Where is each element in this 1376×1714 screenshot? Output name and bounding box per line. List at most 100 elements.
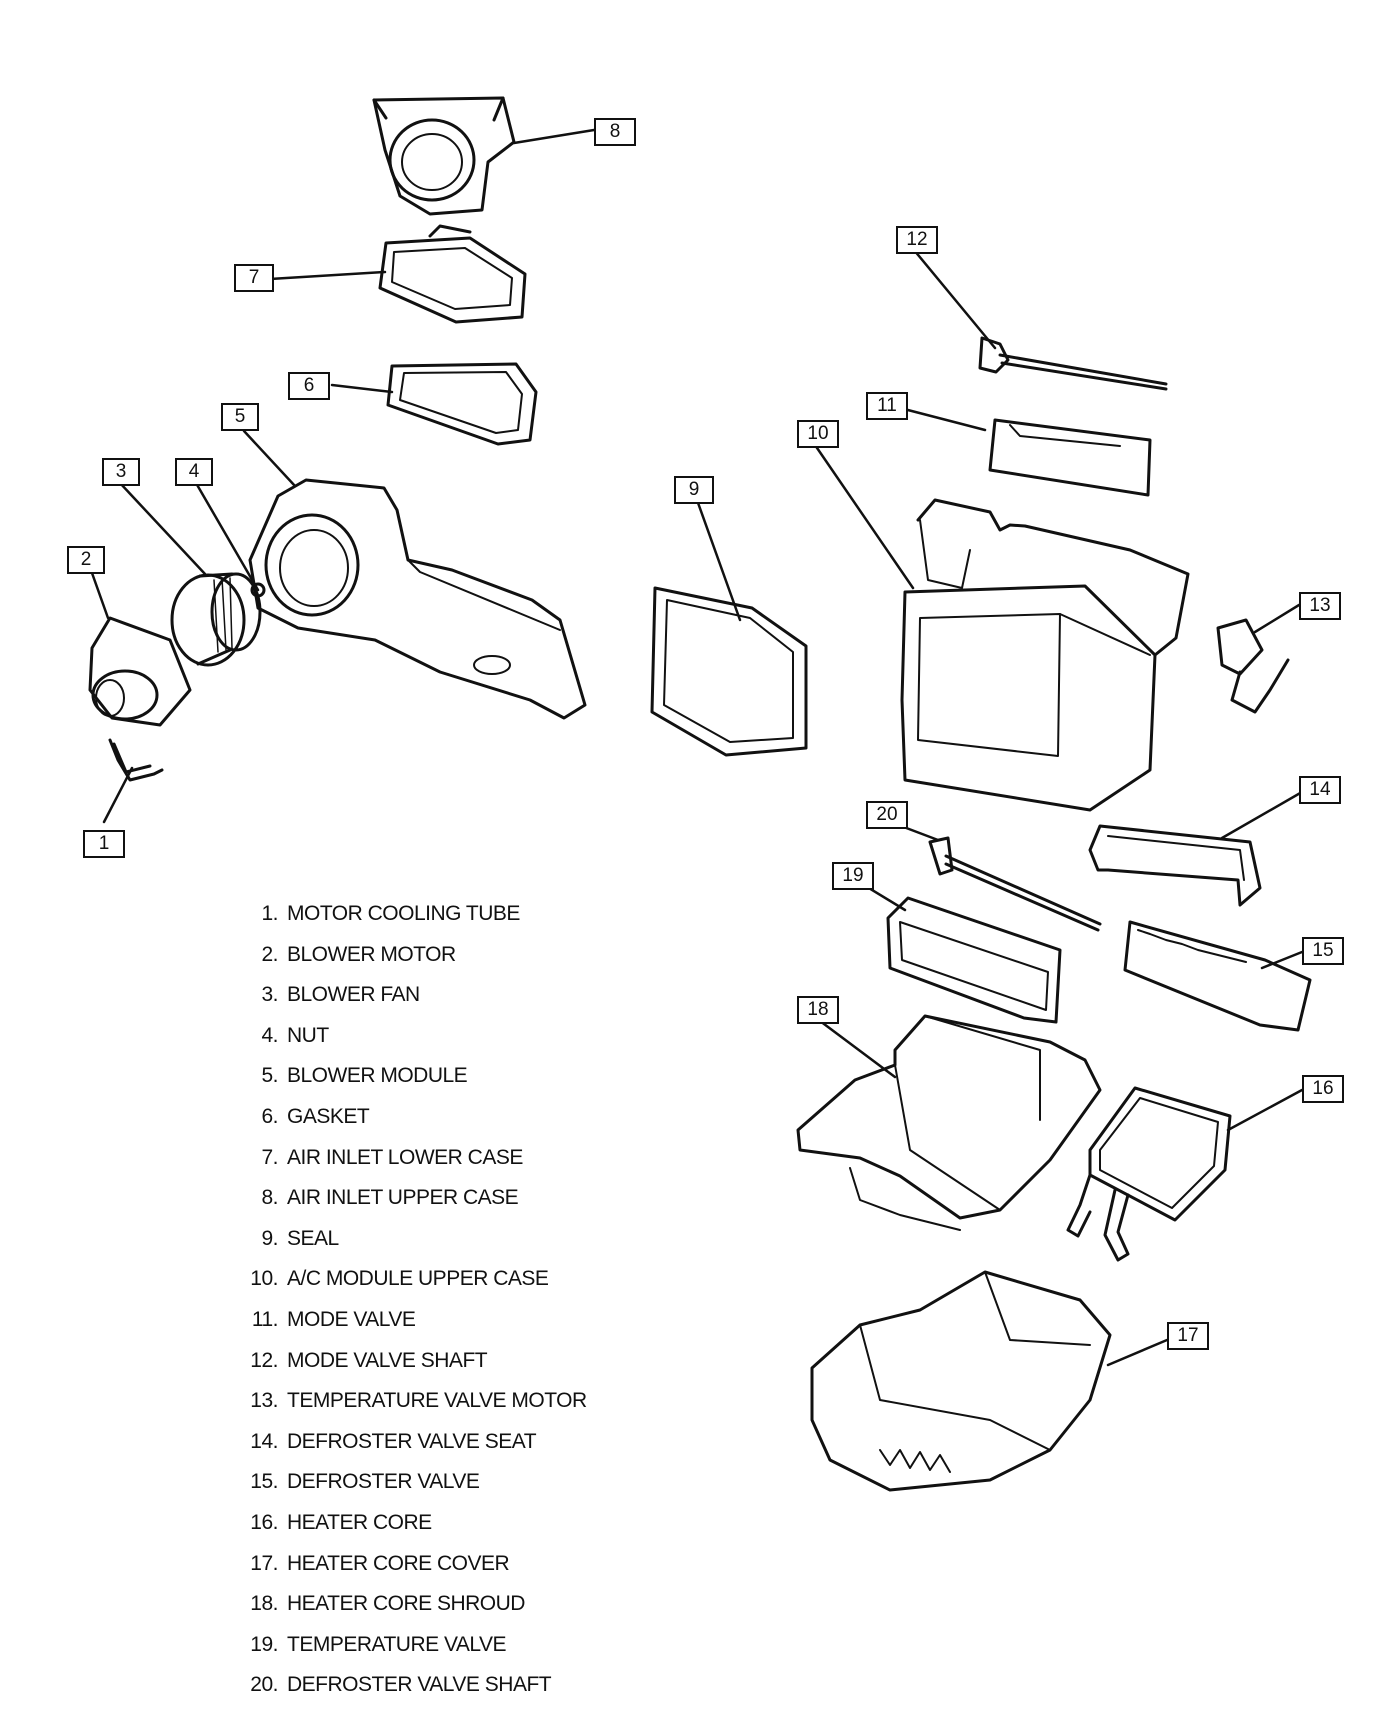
legend-item: 9. SEAL [244,1227,587,1268]
air-inlet-upper-case-drawing [372,96,516,216]
legend-number: 3. [261,983,278,1007]
legend-item: 3. BLOWER FAN [244,983,587,1024]
legend-label: MODE VALVE [287,1307,416,1331]
legend-item: 10. A/C MODULE UPPER CASE [244,1267,587,1308]
legend-number: 17. [250,1551,278,1575]
callout-17: 17 [1167,1322,1209,1350]
legend-item: 6. GASKET [244,1105,587,1146]
leader-lines [90,128,1304,1367]
blower-fan-drawing [170,572,262,667]
legend-label: BLOWER MOTOR [287,942,456,966]
temperature-valve-drawing [886,896,1062,1024]
legend-label: AIR INLET LOWER CASE [287,1145,523,1169]
legend-number: 10. [250,1267,278,1291]
legend-label: DEFROSTER VALVE SEAT [287,1429,537,1453]
legend-number: 9. [261,1226,278,1250]
callout-16: 16 [1302,1075,1344,1103]
heater-core-cover-drawing [810,1270,1112,1492]
callout-4: 4 [175,458,213,486]
legend-label: HEATER CORE [287,1510,432,1534]
callout-18: 18 [797,996,839,1024]
callout-11: 11 [866,392,908,420]
blower-motor-drawing [88,616,192,727]
legend-number: 4. [261,1023,278,1047]
legend-item: 20. DEFROSTER VALVE SHAFT [244,1673,587,1714]
legend-item: 15. DEFROSTER VALVE [244,1470,587,1511]
motor-cooling-tube-drawing [108,738,164,782]
callout-20: 20 [866,801,908,829]
legend-item: 2. BLOWER MOTOR [244,943,587,984]
legend-number: 6. [261,1104,278,1128]
legend-item: 16. HEATER CORE [244,1511,587,1552]
blower-module-drawing [248,478,587,720]
callout-1: 1 [83,830,125,858]
legend-number: 12. [250,1348,278,1372]
defroster-valve-shaft-drawing [928,836,1102,932]
ac-module-upper-case-drawing [900,498,1190,812]
callout-12: 12 [896,226,938,254]
heater-core-drawing [1066,1086,1232,1262]
callout-10: 10 [797,420,839,448]
callout-15: 15 [1302,937,1344,965]
legend-number: 16. [250,1510,278,1534]
defroster-valve-drawing [1123,920,1312,1032]
legend-label: TEMPERATURE VALVE MOTOR [287,1389,587,1413]
mode-valve-shaft-drawing [978,336,1168,391]
legend-number: 15. [250,1470,278,1494]
legend-label: TEMPERATURE VALVE [287,1632,507,1656]
legend-label: NUT [287,1023,329,1047]
legend-label: GASKET [287,1104,370,1128]
legend-number: 14. [250,1429,278,1453]
legend-label: HEATER CORE COVER [287,1551,510,1575]
callout-6: 6 [288,372,330,400]
legend-number: 2. [261,942,278,966]
seal-drawing [650,586,808,757]
callout-13: 13 [1299,592,1341,620]
legend-label: BLOWER FAN [287,983,420,1007]
heater-core-shroud-drawing [796,1014,1102,1231]
legend-item: 13. TEMPERATURE VALVE MOTOR [244,1389,587,1430]
callout-19: 19 [832,862,874,890]
legend-label: MOTOR COOLING TUBE [287,902,520,925]
legend-number: 20. [250,1673,278,1697]
callout-8: 8 [594,118,636,146]
legend-label: DEFROSTER VALVE SHAFT [287,1673,552,1697]
legend-label: A/C MODULE UPPER CASE [287,1267,549,1291]
legend-number: 5. [261,1064,278,1088]
legend-number: 1. [261,902,278,925]
legend-item: 1. MOTOR COOLING TUBE [244,902,587,943]
legend-number: 7. [261,1145,278,1169]
legend-number: 11. [251,1307,279,1331]
legend-item: 8. AIR INLET UPPER CASE [244,1186,587,1227]
legend-item: 11. MODE VALVE [244,1308,587,1349]
legend-number: 8. [261,1186,278,1210]
legend-number: 19. [250,1632,278,1656]
defroster-valve-seat-drawing [1088,824,1262,907]
legend-number: 18. [250,1592,278,1616]
legend-item: 17. HEATER CORE COVER [244,1552,587,1593]
legend-number: 13. [250,1389,278,1413]
legend-label: HEATER CORE SHROUD [287,1592,525,1616]
legend-label: MODE VALVE SHAFT [287,1348,488,1372]
legend-item: 7. AIR INLET LOWER CASE [244,1146,587,1187]
callout-3: 3 [102,458,140,486]
temperature-valve-motor-drawing [1216,618,1290,714]
gasket-drawing [386,362,538,446]
legend-label: SEAL [287,1226,339,1250]
legend-item: 5. BLOWER MODULE [244,1064,587,1105]
legend-item: 12. MODE VALVE SHAFT [244,1349,587,1390]
callout-7: 7 [234,264,274,292]
mode-valve-drawing [988,418,1152,497]
callout-9: 9 [674,476,714,504]
callout-14: 14 [1299,776,1341,804]
legend-item: 19. TEMPERATURE VALVE [244,1633,587,1674]
legend-label: AIR INLET UPPER CASE [287,1186,519,1210]
callout-2: 2 [67,546,105,574]
legend-item: 4. NUT [244,1024,587,1065]
air-inlet-lower-case-drawing [378,224,527,324]
legend-label: DEFROSTER VALVE [287,1470,480,1494]
parts-legend: 1. MOTOR COOLING TUBE 2. BLOWER MOTOR 3. BL… [244,902,587,1714]
legend-item: 14. DEFROSTER VALVE SEAT [244,1430,587,1471]
legend-label: BLOWER MODULE [287,1064,468,1088]
